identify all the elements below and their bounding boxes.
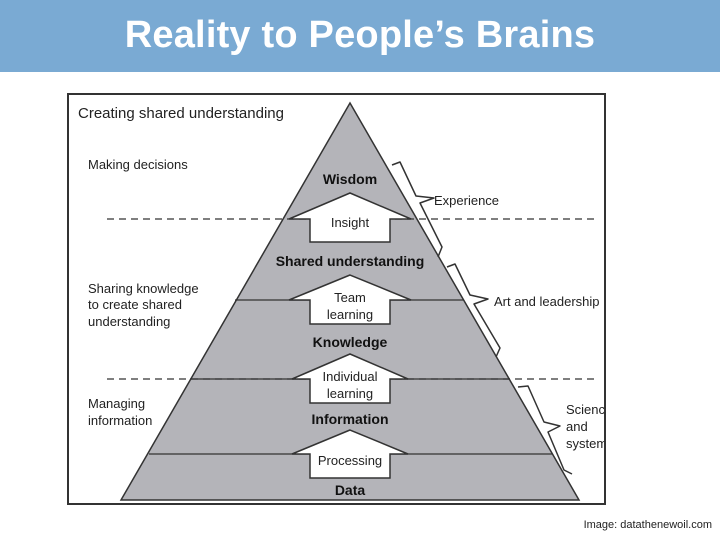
level-label-information: Information [312,411,389,427]
left-label-managing: information [88,413,152,428]
right-label-experience: Experience [434,193,499,208]
right-label-science: systems [566,436,604,451]
level-label-shared-understanding: Shared understanding [276,253,425,269]
title-bar [0,0,720,72]
image-credit: Image: datathenewoil.com [583,519,712,531]
left-label-sharing: to create shared [88,297,182,312]
left-label-making-decisions: Making decisions [88,157,188,172]
science-brace-icon [517,385,573,475]
knowledge-pyramid: Insight Team learning Individual learnin… [78,101,604,501]
left-label-managing: Managing [88,396,145,411]
diagram-heading: Creating shared understanding [78,105,284,122]
individual-learning-arrow-icon [291,353,409,404]
right-label-science: Science [566,402,604,417]
transition-label: learning [327,386,373,401]
slide-title: Reality to People’s Brains [124,14,596,56]
processing-arrow-icon [291,429,409,479]
team-learning-arrow-icon [288,274,412,325]
insight-arrow-icon [288,192,412,243]
level-label-knowledge: Knowledge [313,334,388,350]
transition-label: Individual [323,369,378,384]
left-label-sharing: understanding [88,314,170,329]
right-label-art: Art and leadership [494,294,600,309]
transition-label: learning [327,307,373,322]
diagram-frame: Insight Team learning Individual learnin… [67,93,606,505]
transition-label: Processing [318,453,382,468]
left-label-sharing: Sharing knowledge [88,281,199,296]
transition-label: Team [334,290,366,305]
experience-brace-icon [391,161,443,258]
right-label-science: and [566,419,588,434]
level-label-wisdom: Wisdom [323,171,377,187]
art-leadership-brace-icon [446,263,501,358]
transition-label: Insight [331,215,370,230]
level-label-data: Data [335,482,366,498]
